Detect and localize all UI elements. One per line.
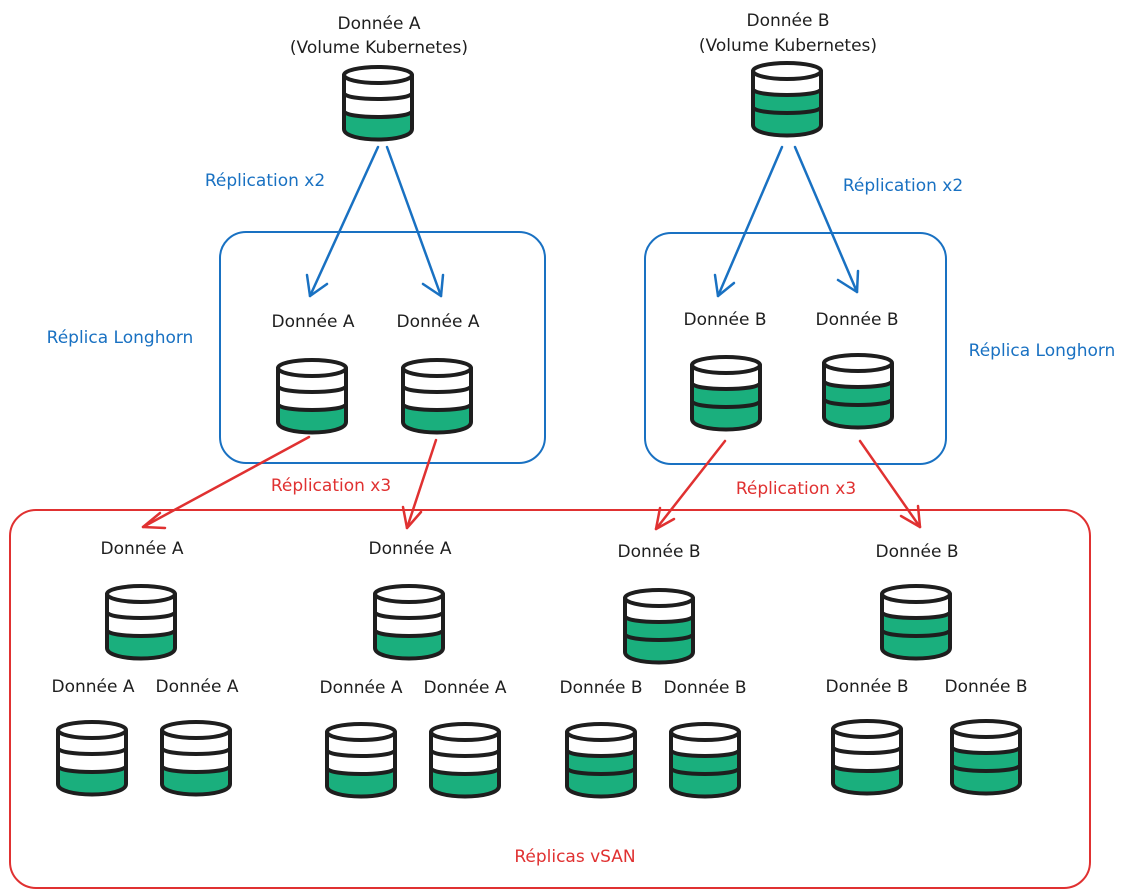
database-icon (401, 358, 473, 435)
database-icon (342, 65, 414, 142)
vsan-primary-label: Donnée A (101, 539, 184, 559)
longhorn-item-label: Donnée B (815, 310, 898, 330)
database-icon (880, 584, 952, 661)
database-icon (160, 720, 232, 797)
longhorn-label-b: Réplica Longhorn (969, 341, 1116, 361)
database-icon (623, 588, 695, 665)
vsan-replication-label-a: Réplication x3 (271, 476, 391, 496)
vsan-secondary-label: Donnée B (825, 677, 908, 697)
replication-label-a: Réplication x2 (205, 171, 325, 191)
volume-a-subtitle: (Volume Kubernetes) (290, 38, 468, 58)
arrow-vsan-b2 (858, 439, 922, 529)
arrow-vsan-a2 (405, 438, 438, 530)
database-icon (950, 719, 1022, 796)
longhorn-label-a: Réplica Longhorn (47, 328, 194, 348)
vsan-secondary-label: Donnée B (559, 678, 642, 698)
arrow-vsan-b1 (654, 439, 727, 531)
database-icon (822, 353, 894, 430)
database-icon (690, 355, 762, 432)
arrow-a-right (385, 145, 443, 298)
vsan-primary-label: Donnée A (369, 539, 452, 559)
database-icon (373, 584, 445, 661)
volume-b-subtitle: (Volume Kubernetes) (699, 36, 877, 56)
longhorn-item-label: Donnée A (397, 312, 480, 332)
database-icon (56, 720, 128, 797)
vsan-secondary-label: Donnée B (663, 678, 746, 698)
longhorn-group-a (219, 231, 546, 464)
vsan-secondary-label: Donnée B (944, 677, 1027, 697)
arrow-b-right (793, 145, 859, 294)
volume-a-title: Donnée A (338, 14, 421, 34)
database-icon (105, 584, 177, 661)
database-icon (751, 61, 823, 138)
vsan-group (9, 509, 1091, 889)
longhorn-item-label: Donnée B (683, 310, 766, 330)
volume-b-title: Donnée B (746, 11, 829, 31)
arrow-b-left (716, 145, 784, 298)
vsan-primary-label: Donnée B (875, 542, 958, 562)
database-icon (325, 722, 397, 799)
database-icon (669, 722, 741, 799)
longhorn-item-label: Donnée A (272, 312, 355, 332)
longhorn-group-b (644, 232, 947, 465)
vsan-primary-label: Donnée B (617, 542, 700, 562)
longhorn-arrows (305, 145, 860, 298)
vsan-secondary-label: Donnée A (156, 677, 239, 697)
vsan-group-label: Réplicas vSAN (514, 847, 635, 867)
database-icon (565, 722, 637, 799)
vsan-replication-label-b: Réplication x3 (736, 479, 856, 499)
arrow-vsan-a1 (141, 435, 311, 529)
replication-label-b: Réplication x2 (843, 176, 963, 196)
database-icon (429, 722, 501, 799)
database-icon (276, 358, 348, 435)
database-icon (831, 719, 903, 796)
arrow-a-left (308, 145, 380, 298)
vsan-secondary-label: Donnée A (52, 677, 135, 697)
vsan-secondary-label: Donnée A (320, 678, 403, 698)
vsan-arrows (141, 435, 922, 531)
vsan-secondary-label: Donnée A (424, 678, 507, 698)
